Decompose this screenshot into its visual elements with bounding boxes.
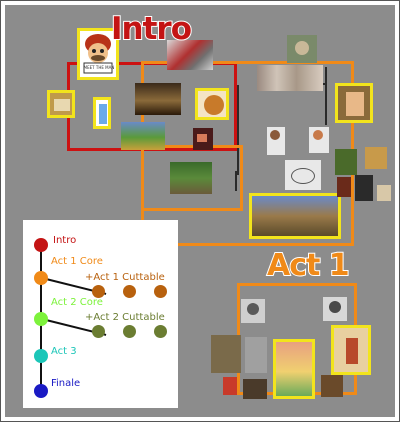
scene-thumbnail[interactable] bbox=[167, 40, 213, 70]
act1-cuttable-node bbox=[92, 285, 105, 298]
scene-thumbnail[interactable] bbox=[365, 147, 387, 169]
scene-thumbnail[interactable] bbox=[321, 375, 343, 397]
act3-label: Act 3 bbox=[51, 346, 77, 357]
mascot-icon bbox=[83, 34, 113, 74]
act2-cuttable-node bbox=[123, 325, 136, 338]
intro-title: Intro bbox=[110, 10, 193, 48]
scene-thumbnail[interactable] bbox=[241, 299, 265, 323]
act3-node bbox=[34, 349, 48, 363]
act1-cuttable-node bbox=[154, 285, 167, 298]
scene-thumbnail[interactable] bbox=[257, 65, 323, 91]
intro-label: Intro bbox=[53, 235, 77, 246]
connector-line bbox=[237, 85, 239, 175]
scene-thumbnail[interactable] bbox=[273, 339, 315, 399]
scene-thumbnail[interactable] bbox=[195, 88, 229, 120]
act2-core-node bbox=[34, 312, 48, 326]
act1-core-label: Act 1 Core bbox=[51, 256, 103, 267]
legend-panel: Intro Act 1 Core +Act 1 Cuttable Act 2 C… bbox=[23, 220, 178, 408]
act2-cuttable-label: +Act 2 Cuttable bbox=[85, 312, 165, 323]
scene-thumbnail[interactable] bbox=[193, 128, 213, 150]
connector-line bbox=[325, 67, 327, 125]
act1-cuttable-label: +Act 1 Cuttable bbox=[85, 272, 165, 283]
scene-thumbnail[interactable] bbox=[47, 90, 75, 118]
intro-node bbox=[34, 238, 48, 252]
act2-core-label: Act 2 Core bbox=[51, 297, 103, 308]
connector-line bbox=[235, 171, 237, 191]
scene-thumbnail[interactable] bbox=[170, 162, 212, 194]
scene-thumbnail[interactable] bbox=[223, 377, 237, 395]
finale-label: Finale bbox=[51, 378, 81, 389]
scene-thumbnail[interactable] bbox=[245, 337, 267, 373]
scene-thumbnail[interactable] bbox=[93, 97, 111, 129]
mascot-thumbnail[interactable]: MEET THE MAN bbox=[77, 28, 119, 80]
finale-node bbox=[34, 384, 48, 398]
act2-cuttable-node bbox=[154, 325, 167, 338]
act1-title: Act 1 bbox=[266, 247, 351, 284]
scene-thumbnail[interactable] bbox=[331, 325, 371, 375]
scene-thumbnail[interactable] bbox=[285, 160, 321, 190]
act1-cuttable-node bbox=[123, 285, 136, 298]
scene-thumbnail[interactable] bbox=[335, 149, 357, 175]
act2-cuttable-node bbox=[92, 325, 105, 338]
scene-thumbnail[interactable] bbox=[211, 335, 241, 373]
scene-thumbnail[interactable] bbox=[335, 83, 373, 123]
act1-core-region-b[interactable] bbox=[141, 145, 243, 211]
scene-thumbnail[interactable] bbox=[337, 177, 351, 197]
scene-thumbnail[interactable] bbox=[287, 35, 317, 63]
scene-thumbnail[interactable] bbox=[355, 175, 373, 201]
scene-thumbnail[interactable] bbox=[121, 122, 165, 150]
scene-thumbnail[interactable] bbox=[243, 379, 267, 399]
scene-thumbnail[interactable] bbox=[135, 83, 181, 115]
act1-core-node bbox=[34, 271, 48, 285]
scene-thumbnail[interactable] bbox=[267, 127, 285, 155]
sign-text: MEET THE MAN bbox=[83, 65, 115, 70]
scene-thumbnail[interactable] bbox=[377, 185, 391, 201]
scene-thumbnail[interactable] bbox=[323, 297, 347, 321]
scene-thumbnail[interactable] bbox=[249, 193, 341, 239]
scene-thumbnail[interactable] bbox=[309, 127, 329, 153]
